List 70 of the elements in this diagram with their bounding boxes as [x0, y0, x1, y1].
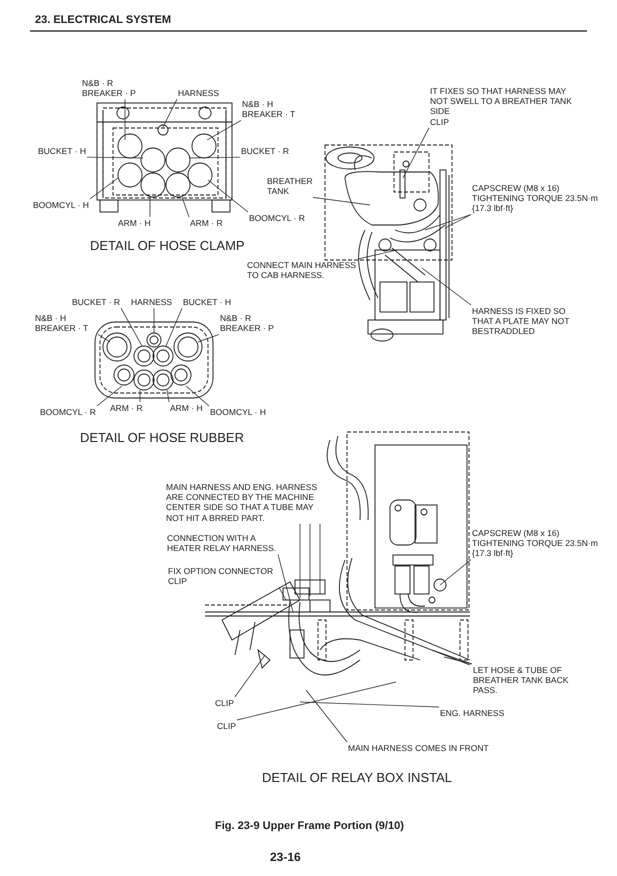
leader-line	[444, 656, 472, 664]
callout-text: N&B · H BREAKER · T	[242, 99, 300, 120]
leader-line	[422, 268, 472, 306]
leader-line	[312, 197, 370, 206]
callout-text: MAIN HARNESS AND ENG. HARNESS ARE CONNECTED BY THE MACHINE CENTER SIDE SO THAT A TUBE MAY NOT HIT A BRRED PART.	[166, 482, 321, 523]
callout-text: BOOMCYL · H	[210, 407, 266, 418]
callout-text: FIX OPTION CONNECTOR	[168, 566, 274, 576]
callout-text: BUCKET · H	[183, 297, 232, 308]
callout-text: ENG. HARNESS	[440, 708, 504, 718]
callout-text: CONNECTION WITH A HEATER RELAY HARNESS.	[167, 533, 277, 554]
callout-text: LET HOSE & TUBE OF BREATHER TANK BACK PASS.	[473, 665, 578, 696]
hose-clamp-drawing	[96, 102, 232, 212]
leader-line	[278, 554, 294, 612]
leader-line	[306, 690, 348, 742]
callout-text: CLIP	[217, 721, 236, 732]
section-heading: 23. ELECTRICAL SYSTEM	[35, 14, 172, 26]
callout-text: BOOMCYL · R	[40, 407, 96, 418]
callout-text: ARM · H	[118, 218, 151, 228]
callout-text: BUCKET · R	[72, 297, 120, 308]
leader-line	[300, 702, 440, 708]
leader-line	[186, 386, 210, 406]
figure-caption: Fig. 23-9 Upper Frame Portion (9/10)	[215, 820, 404, 832]
leader-line	[162, 98, 178, 128]
callout-text: CLIP	[168, 576, 188, 586]
callout-text: N&B · H BREAKER · T	[35, 313, 97, 334]
callout-text: HARNESS	[178, 88, 220, 98]
leader-line	[166, 308, 182, 346]
leader-line	[98, 334, 110, 342]
callout-text: BUCKET · H	[38, 146, 86, 156]
leader-line	[96, 386, 122, 406]
leader-line	[208, 180, 248, 212]
detail-title: DETAIL OF RELAY BOX INSTAL	[262, 770, 452, 785]
callout-text: ARM · H	[170, 403, 203, 414]
callout-text: BUCKET · R	[241, 146, 290, 156]
leader-line	[440, 559, 472, 586]
page-number: 23-16	[270, 850, 301, 864]
leader-line	[424, 214, 472, 230]
callout-text: MAIN HARNESS COMES IN FRONT	[348, 743, 489, 754]
callout-text: HARNESS	[131, 297, 172, 308]
callout-text: BREATHER TANK	[267, 176, 312, 196]
callout-text: N&B · R BREAKER · P	[220, 313, 282, 334]
leader-line	[432, 650, 472, 664]
leader-line	[166, 390, 170, 402]
leader-line	[86, 156, 144, 158]
callout-text: CLIP	[430, 116, 450, 127]
callout-text: ARM · R	[110, 403, 143, 414]
callout-text: CONNECT MAIN HARNESS TO CAB HARNESS.	[247, 260, 357, 280]
detail-title: DETAIL OF HOSE CLAMP	[90, 238, 245, 253]
callout-text: HARNESS IS FIXED SO THAT A PLATE MAY NOT BESTRADDLED	[472, 306, 582, 337]
leader-line	[120, 308, 142, 346]
detail-title: DETAIL OF HOSE RUBBER	[80, 430, 244, 445]
callout-text: BOOMCYL · H	[33, 200, 89, 210]
leader-line	[188, 156, 240, 158]
leader-line	[124, 99, 126, 140]
leader-line	[278, 587, 286, 600]
leader-line	[358, 250, 398, 260]
callout-text: BOOMCYL · R	[249, 213, 305, 224]
callout-text: ARM · R	[190, 218, 223, 228]
leader-line	[198, 334, 220, 342]
leader-line	[236, 682, 396, 720]
callout-text: IT FIXES SO THAT HARNESS MAY NOT SWELL TO A BREATHER TANK SIDE	[430, 86, 573, 117]
callout-text: CLIP	[215, 698, 234, 708]
callout-text: CAPSCREW (M8 x 16) TIGHTENING TORQUE 23.5N·m {17.3 lbf·ft}	[472, 528, 602, 559]
leader-line	[182, 196, 190, 218]
hose-rubber-drawing	[94, 322, 214, 398]
leader-line	[402, 127, 430, 178]
callout-text: CAPSCREW (M8 x 16) TIGHTENING TORQUE 23.5N·m {17.3 lbf·ft}	[472, 183, 602, 214]
leader-line	[444, 214, 472, 228]
leader-line	[234, 654, 266, 698]
callout-text: N&B · R BREAKER · P	[82, 78, 140, 98]
